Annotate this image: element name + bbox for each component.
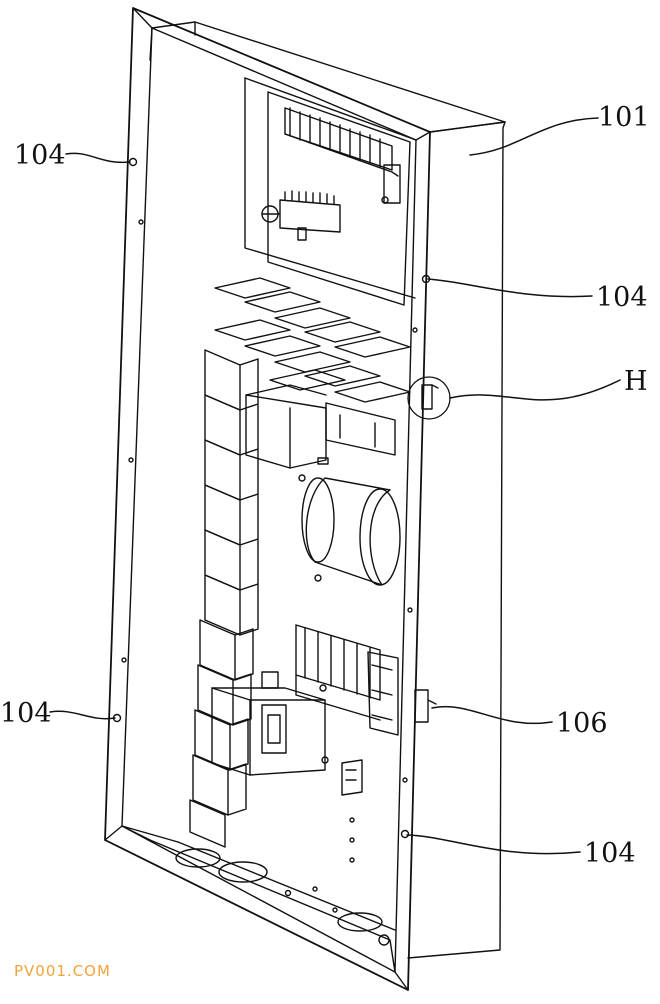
- terminal-tabs: [214, 277, 411, 403]
- label-104-right-upper: 104: [596, 282, 648, 313]
- box-housing: [104, 7, 506, 991]
- capacitor: [301, 477, 401, 586]
- relay: [245, 384, 396, 482]
- lower-terminal-block: [295, 624, 399, 736]
- upper-pcb: [261, 91, 411, 306]
- label-106: 106: [556, 708, 608, 739]
- small-bracket: [341, 759, 363, 863]
- label-h: H: [624, 366, 648, 397]
- transformer: [211, 671, 329, 776]
- watermark: PV001.COM: [14, 962, 111, 980]
- label-104-top-left: 104: [14, 140, 66, 171]
- clip-106: [414, 689, 437, 723]
- label-104-right-lower: 104: [584, 838, 636, 869]
- detail-h-callout: [407, 376, 451, 420]
- left-heatsink-fins: [189, 349, 259, 848]
- label-101: 101: [598, 102, 650, 133]
- leader-lines: [49, 117, 621, 855]
- label-104-left-lower: 104: [0, 698, 52, 729]
